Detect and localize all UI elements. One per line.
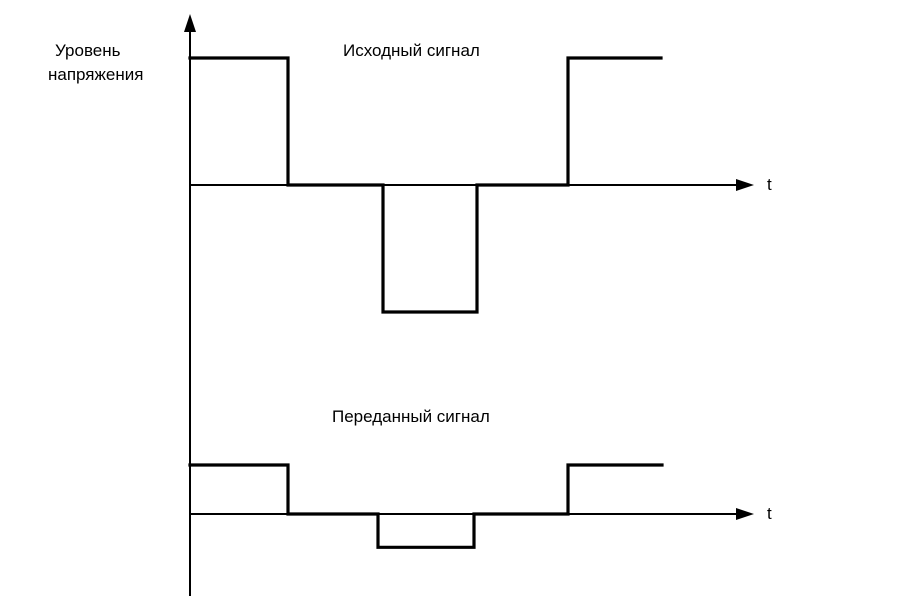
transmitted-signal-title: Переданный сигнал — [332, 407, 490, 426]
time-label-original: t — [767, 175, 772, 194]
voltage-axis-arrow-icon — [184, 14, 196, 32]
time-label-transmitted: t — [767, 504, 772, 523]
y-axis-label-line-1: Уровень — [55, 41, 121, 60]
time-axis-original-arrow-icon — [736, 179, 754, 191]
y-axis-label-line-2: напряжения — [48, 65, 143, 84]
transmitted-signal-waveform — [188, 463, 664, 549]
original-signal-waveform — [188, 56, 663, 314]
original-signal-title: Исходный сигнал — [343, 41, 480, 60]
time-axis-transmitted-arrow-icon — [736, 508, 754, 520]
